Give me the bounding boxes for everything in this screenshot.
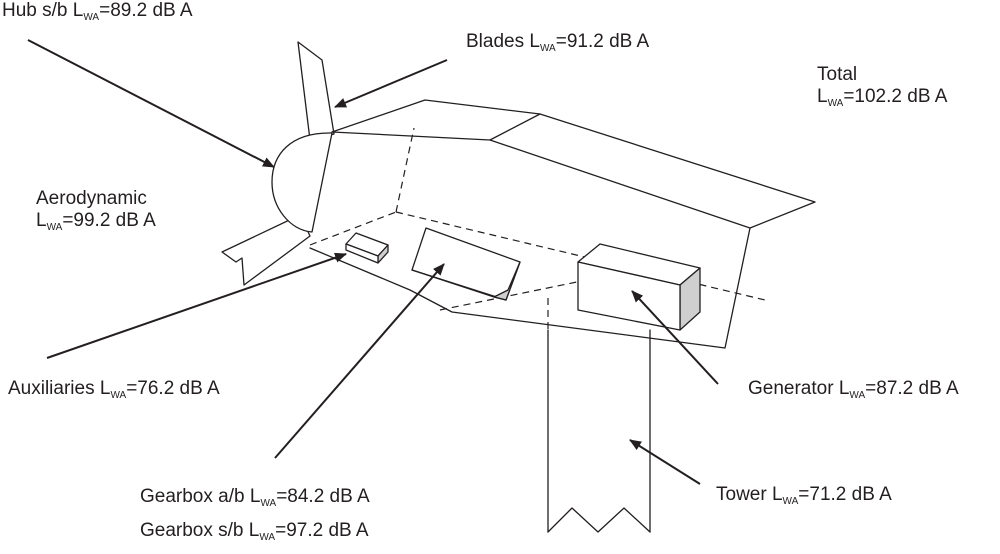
generator-box xyxy=(577,243,701,331)
gearbox-ab-label: Gearbox a/b LWA=84.2 dB A xyxy=(140,486,370,509)
total-label: Total LWA=102.2 dB A xyxy=(817,64,948,109)
gearbox-leader xyxy=(274,263,445,459)
hub-label: Hub s/b LWA=89.2 dB A xyxy=(2,0,193,23)
auxiliaries-label: Auxiliaries LWA=76.2 dB A xyxy=(8,378,220,401)
blades-label: Blades LWA=91.2 dB A xyxy=(466,31,650,54)
generator-label: Generator LWA=87.2 dB A xyxy=(748,378,959,401)
blades-leader xyxy=(334,59,448,108)
tower-leader xyxy=(629,439,701,485)
generator-leader xyxy=(631,290,719,385)
tower xyxy=(547,329,651,533)
gearbox-box xyxy=(411,227,521,301)
leader-lines xyxy=(27,39,719,485)
lower-blade xyxy=(221,214,311,286)
auxiliaries-box xyxy=(345,232,389,264)
hub-leader xyxy=(27,39,275,168)
gearbox-sb-label: Gearbox s/b LWA=97.2 dB A xyxy=(140,520,369,543)
hub xyxy=(271,132,333,233)
aerodynamic-label: Aerodynamic LWA=99.2 dB A xyxy=(36,188,156,233)
tower-label: Tower LWA=71.2 dB A xyxy=(716,484,892,507)
auxiliaries-leader xyxy=(46,252,347,359)
upper-blade xyxy=(297,41,335,141)
nacelle-body xyxy=(309,99,816,349)
